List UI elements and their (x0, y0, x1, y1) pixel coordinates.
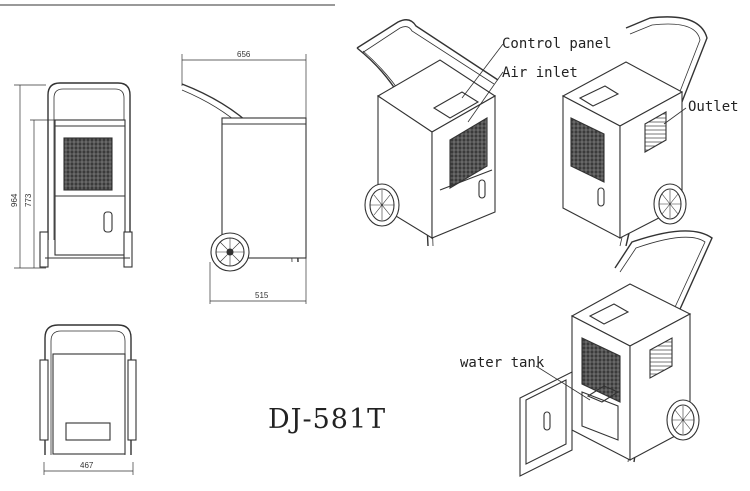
iso3-control-panel (588, 303, 630, 325)
dim-depth: 656 (237, 50, 251, 59)
dim-width: 467 (80, 461, 94, 470)
iso3-leader (535, 365, 591, 401)
front-grille (63, 137, 113, 191)
side-dimensions (181, 54, 307, 304)
side-view (181, 83, 307, 272)
front-tank-handle (103, 211, 113, 233)
iso2-grille (570, 117, 605, 183)
iso2-control-panel (578, 85, 620, 107)
iso-view-back (561, 16, 708, 247)
iso1-control-panel (432, 91, 480, 119)
label-outlet: Outlet (688, 99, 739, 115)
top-view (39, 324, 137, 455)
top-control-panel (65, 422, 111, 441)
dim-height-total: 964 (10, 193, 19, 207)
model-name: DJ-581T (268, 404, 386, 435)
iso1-grille (449, 117, 488, 189)
label-air-inlet: Air inlet (502, 65, 578, 81)
label-control-panel: Control panel (502, 36, 612, 52)
iso1-leaders (461, 43, 504, 123)
iso3-grille (581, 337, 621, 403)
front-dimensions (14, 84, 134, 475)
dim-height-body: 773 (24, 193, 33, 207)
label-water-tank: water tank (460, 355, 545, 371)
iso2-leader (663, 107, 687, 125)
iso3-tank (581, 391, 619, 441)
iso3-door (519, 371, 573, 477)
iso2-outlet (644, 111, 667, 153)
front-view (39, 82, 133, 268)
iso-view-front (356, 19, 499, 247)
iso3-outlet (649, 337, 673, 379)
iso-view-tank (519, 230, 713, 477)
dim-length: 515 (255, 291, 269, 300)
